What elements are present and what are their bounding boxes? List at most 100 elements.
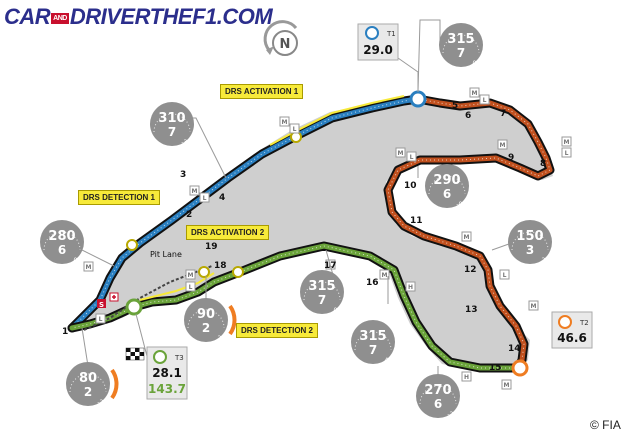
gauge-delta: -3.5: [181, 139, 193, 146]
gauge-speed: 315: [308, 279, 335, 294]
gauge-gear: 7: [168, 125, 176, 139]
turn-number: 1: [62, 327, 68, 337]
turn-number: 8: [540, 159, 546, 169]
gauge-speed: 315: [447, 32, 474, 47]
svg-text:M: M: [564, 139, 570, 146]
t1-timing-panel: T1 29.0: [357, 23, 399, 61]
svg-text:28.1: 28.1: [152, 366, 182, 380]
turn-number: 4: [219, 193, 225, 203]
gauge-delta: 0.5: [73, 257, 83, 264]
svg-text:M: M: [282, 119, 288, 126]
svg-text:H: H: [464, 374, 469, 381]
svg-text:M: M: [500, 142, 506, 149]
pit-lane-line: [83, 265, 213, 331]
svg-text:143.7: 143.7: [148, 382, 186, 396]
gauge-speed: 290: [433, 173, 460, 188]
turn-number: 2: [186, 210, 192, 220]
svg-text:L: L: [203, 195, 207, 202]
svg-text:L: L: [99, 316, 103, 323]
checkered-flag-icon: [125, 347, 145, 361]
turn-number: 6: [465, 111, 471, 121]
turn-number: 14: [508, 344, 521, 354]
gauge-speed: 280: [48, 229, 75, 244]
sector-2-end-marker: [511, 359, 529, 377]
gauge-gear: 3: [526, 243, 534, 257]
pit-lane-label: Pit Lane: [150, 250, 182, 259]
gauge-delta: -2.2: [447, 411, 459, 418]
speed-gauge: 802 -2.0: [66, 362, 119, 406]
drs-detection-2-label: DRS DETECTION 2: [236, 323, 319, 338]
svg-text:M: M: [382, 272, 388, 279]
gauge-gear: 7: [369, 343, 377, 357]
gauge-speed: 90: [197, 307, 215, 322]
svg-text:L: L: [293, 126, 297, 133]
svg-text:T2: T2: [579, 319, 589, 327]
svg-text:46.6: 46.6: [557, 331, 587, 345]
svg-text:L: L: [483, 97, 487, 104]
svg-text:M: M: [192, 188, 198, 195]
svg-text:M: M: [398, 150, 404, 157]
sector-1-end-marker: [409, 90, 427, 108]
t2-timing-panel: T2 46.6: [551, 311, 593, 349]
turn-number: 11: [410, 216, 423, 226]
turn-number: 13: [465, 305, 478, 315]
gauge-speed: 270: [424, 383, 451, 398]
turn-number: 9: [508, 153, 514, 163]
turn-number: 5: [452, 101, 458, 111]
turn-number: 12: [464, 265, 477, 275]
start-marker: S: [99, 301, 104, 309]
gauge-gear: 6: [443, 187, 451, 201]
turn-number: 16: [366, 278, 379, 288]
svg-text:L: L: [410, 154, 414, 161]
gauge-gear: 7: [318, 293, 326, 307]
svg-text:L: L: [565, 150, 569, 157]
drs-detection-1-label: DRS DETECTION 1: [78, 190, 161, 205]
svg-text:N: N: [280, 37, 291, 52]
gauge-layer: 31570.23107-3.528060.52906-0.115032.0315…: [40, 23, 552, 418]
svg-text:29.0: 29.0: [363, 43, 393, 57]
gauge-gear: 6: [434, 397, 442, 411]
gauge-speed: 80: [79, 371, 97, 386]
gauge-gear: 7: [457, 46, 465, 60]
gauge-gear: 2: [84, 385, 92, 399]
compass-icon: N: [263, 20, 298, 56]
gauge-gear: 2: [202, 321, 210, 335]
svg-text:T3: T3: [174, 354, 184, 362]
turn-number: 19: [205, 242, 218, 252]
gauge-delta: 2.0: [541, 257, 551, 264]
turn-number: 18: [214, 261, 227, 271]
svg-text:M: M: [86, 264, 92, 271]
turn-number: 3: [180, 170, 186, 180]
gauge-speed: 150: [516, 229, 543, 244]
svg-text:M: M: [504, 382, 510, 389]
turn-number: 15: [489, 363, 502, 373]
gauge-delta: -2.0: [97, 399, 109, 406]
svg-text:H: H: [408, 284, 413, 291]
svg-text:M: M: [531, 303, 537, 310]
copyright-text: © FIA: [590, 418, 621, 432]
turn-number: 10: [404, 181, 417, 191]
svg-text:L: L: [503, 272, 507, 279]
gauge-delta: 0.0: [333, 307, 343, 314]
gauge-delta: 0.2: [472, 60, 482, 67]
t3-timing-panel: T3 28.1 143.7: [146, 346, 188, 400]
gauge-delta: -0.1: [456, 201, 468, 208]
svg-text:T1: T1: [386, 30, 396, 38]
sector-3-end-marker: [125, 298, 143, 316]
corner-speed-markers: M L M L M M L M L M M L M L M M H H M L …: [83, 87, 572, 390]
gauge-gear: 6: [58, 243, 66, 257]
gauge-speed: 310: [158, 111, 185, 126]
svg-text:L: L: [189, 284, 193, 291]
